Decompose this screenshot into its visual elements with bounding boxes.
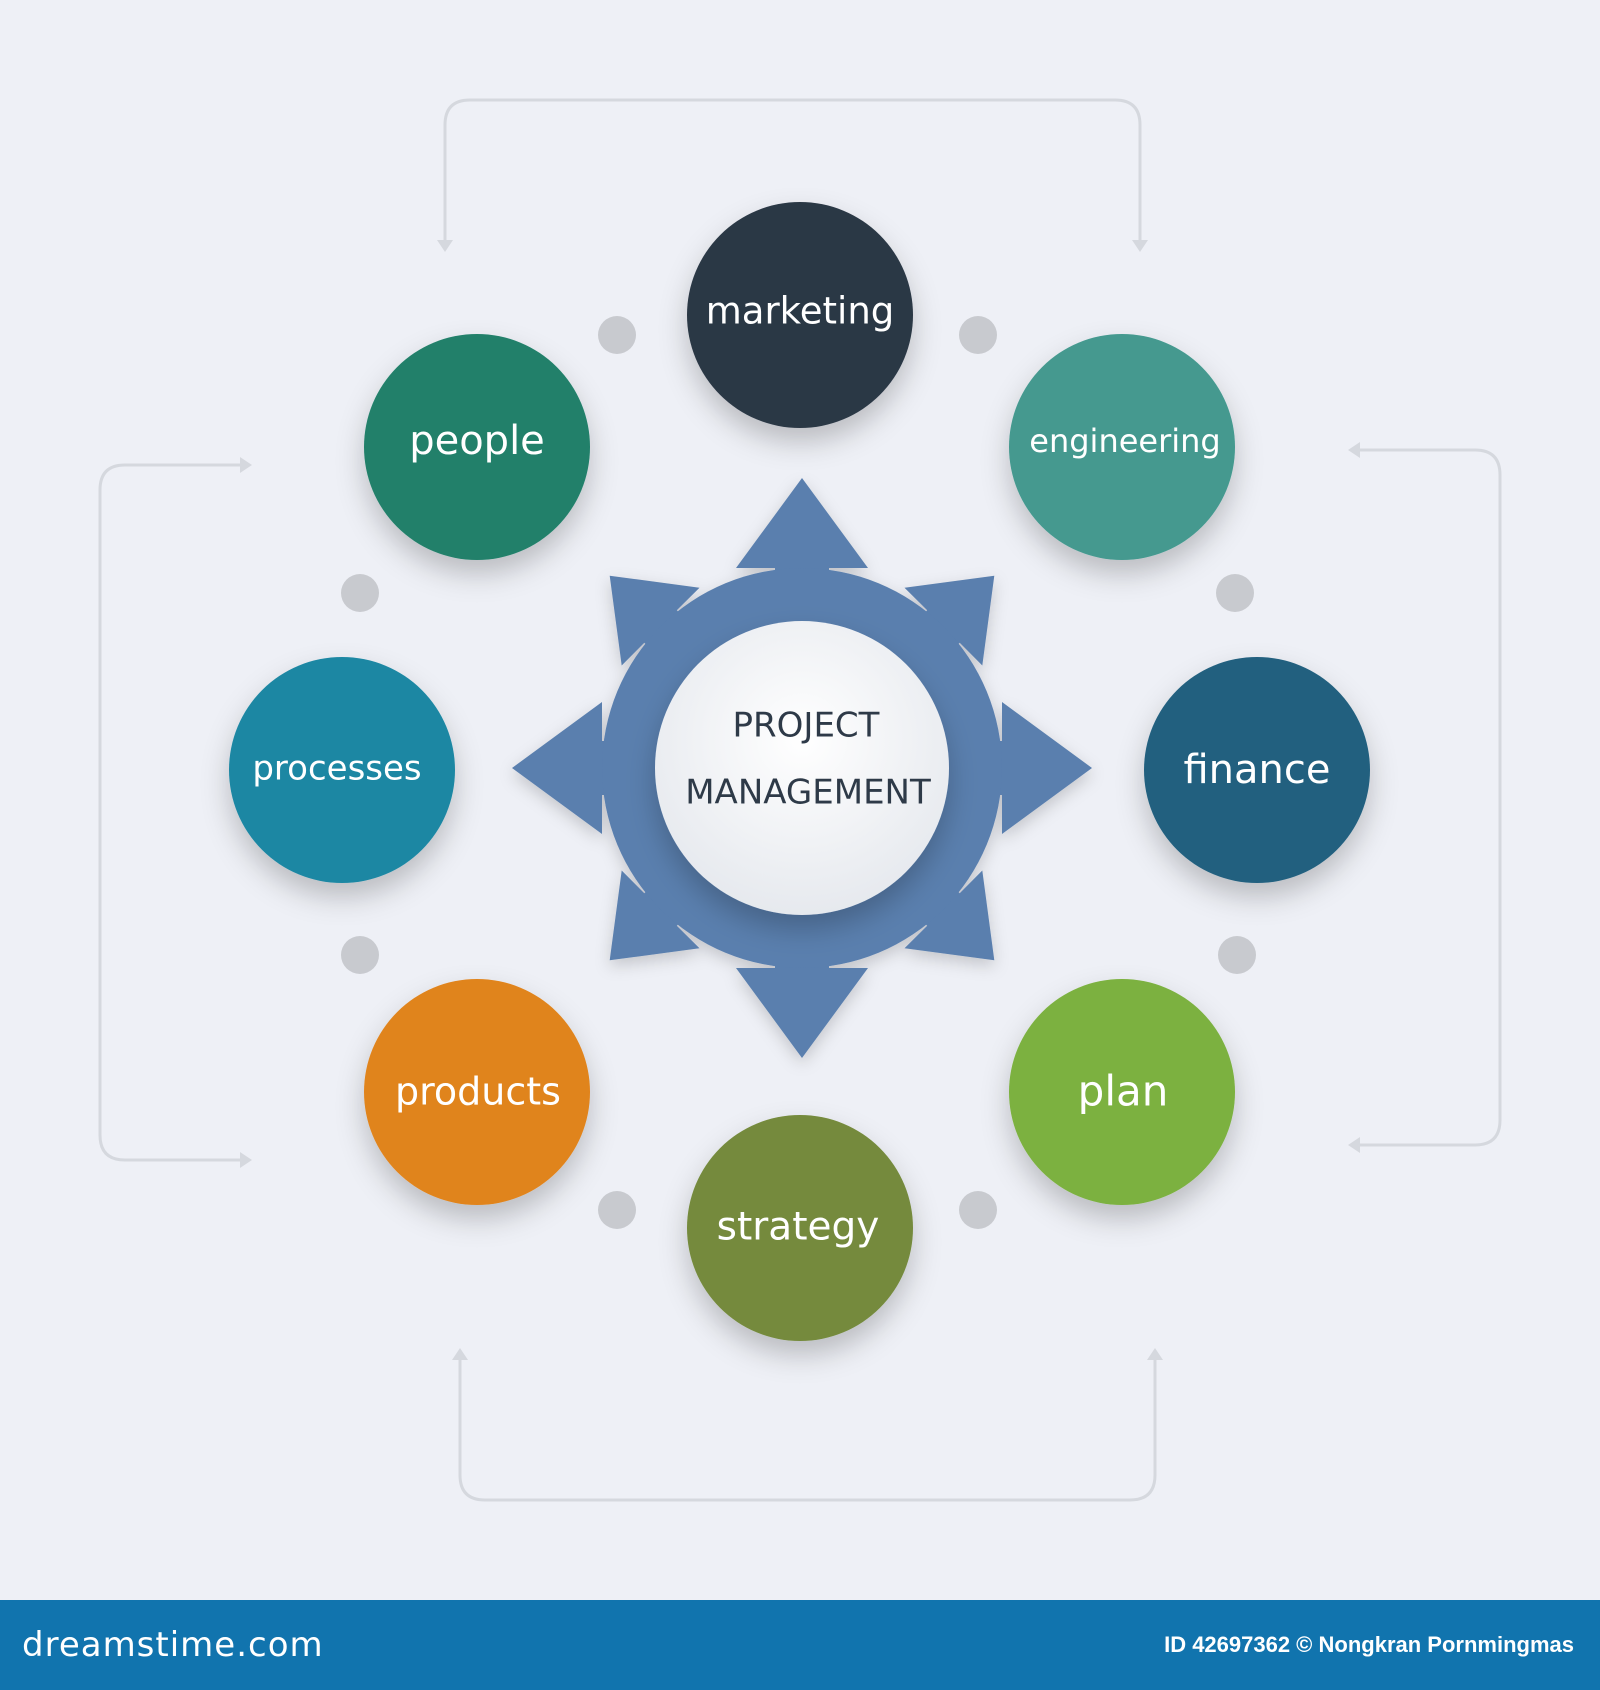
center-label-line1: PROJECT xyxy=(733,706,880,746)
node-plan-circle xyxy=(1009,979,1235,1205)
connector-dot xyxy=(1218,936,1256,974)
loop-arrowhead-right-bottom xyxy=(1348,1137,1360,1153)
node-products[interactable]: products xyxy=(364,979,590,1205)
node-finance[interactable]: finance xyxy=(1144,657,1370,883)
node-strategy-label: strategy xyxy=(717,1205,880,1250)
loop-line-right xyxy=(1360,448,1502,1147)
loop-line-bottom xyxy=(458,1360,1157,1502)
node-products-label: products xyxy=(395,1070,561,1114)
node-people-label: people xyxy=(409,418,545,464)
connector-dots xyxy=(341,316,1256,1229)
connector-dot xyxy=(959,1191,997,1229)
node-people-circle xyxy=(364,334,590,560)
center-label-line2: MANAGEMENT xyxy=(685,773,931,813)
outer-nodes: marketing engineering finance plan strat… xyxy=(229,202,1370,1341)
node-engineering-label: engineering xyxy=(1029,422,1220,460)
connector-dot xyxy=(959,316,997,354)
loop-line-left xyxy=(98,463,240,1162)
node-marketing[interactable]: marketing xyxy=(687,202,913,428)
node-finance-label: finance xyxy=(1183,747,1330,793)
node-engineering[interactable]: engineering xyxy=(1009,334,1235,560)
center-node: PROJECT MANAGEMENT xyxy=(655,621,949,915)
node-marketing-circle xyxy=(687,202,913,428)
node-strategy[interactable]: strategy xyxy=(687,1115,913,1341)
node-processes-circle xyxy=(229,657,455,883)
center-disc xyxy=(655,621,949,915)
node-marketing-label: marketing xyxy=(706,290,895,333)
footer-brand: dreamstime.com xyxy=(22,1625,324,1665)
node-engineering-circle xyxy=(1009,334,1235,560)
node-finance-circle xyxy=(1144,657,1370,883)
connector-dot xyxy=(341,936,379,974)
node-plan[interactable]: plan xyxy=(1009,979,1235,1205)
connector-dot xyxy=(1216,574,1254,612)
node-strategy-circle xyxy=(687,1115,913,1341)
project-management-diagram: PROJECT MANAGEMENT marketing engineering… xyxy=(98,98,1502,1502)
footer-credit: ID 42697362 © Nongkran Pornmingmas xyxy=(1164,1632,1574,1657)
loop-arrowhead-bottom-right xyxy=(1147,1348,1163,1360)
loop-line-top xyxy=(443,98,1142,240)
loop-arrowhead-left-top xyxy=(240,457,252,473)
node-plan-label: plan xyxy=(1078,1067,1169,1116)
loop-arrowhead-left-bottom xyxy=(240,1152,252,1168)
node-processes-label: processes xyxy=(252,749,421,789)
loop-arrowhead-top-left xyxy=(437,240,453,252)
connector-dot xyxy=(341,574,379,612)
watermark-footer: dreamstime.com ID 42697362 © Nongkran Po… xyxy=(0,1600,1600,1690)
diagram-stage: PROJECT MANAGEMENT marketing engineering… xyxy=(98,98,1502,1502)
node-products-circle xyxy=(364,979,590,1205)
cycle-loop-lines xyxy=(98,98,1502,1502)
connector-dot xyxy=(598,1191,636,1229)
loop-arrowhead-top-right xyxy=(1132,240,1148,252)
node-people[interactable]: people xyxy=(364,334,590,560)
connector-dot xyxy=(598,316,636,354)
loop-arrowhead-right-top xyxy=(1348,442,1360,458)
node-processes[interactable]: processes xyxy=(229,657,455,883)
loop-arrowhead-bottom-left xyxy=(452,1348,468,1360)
